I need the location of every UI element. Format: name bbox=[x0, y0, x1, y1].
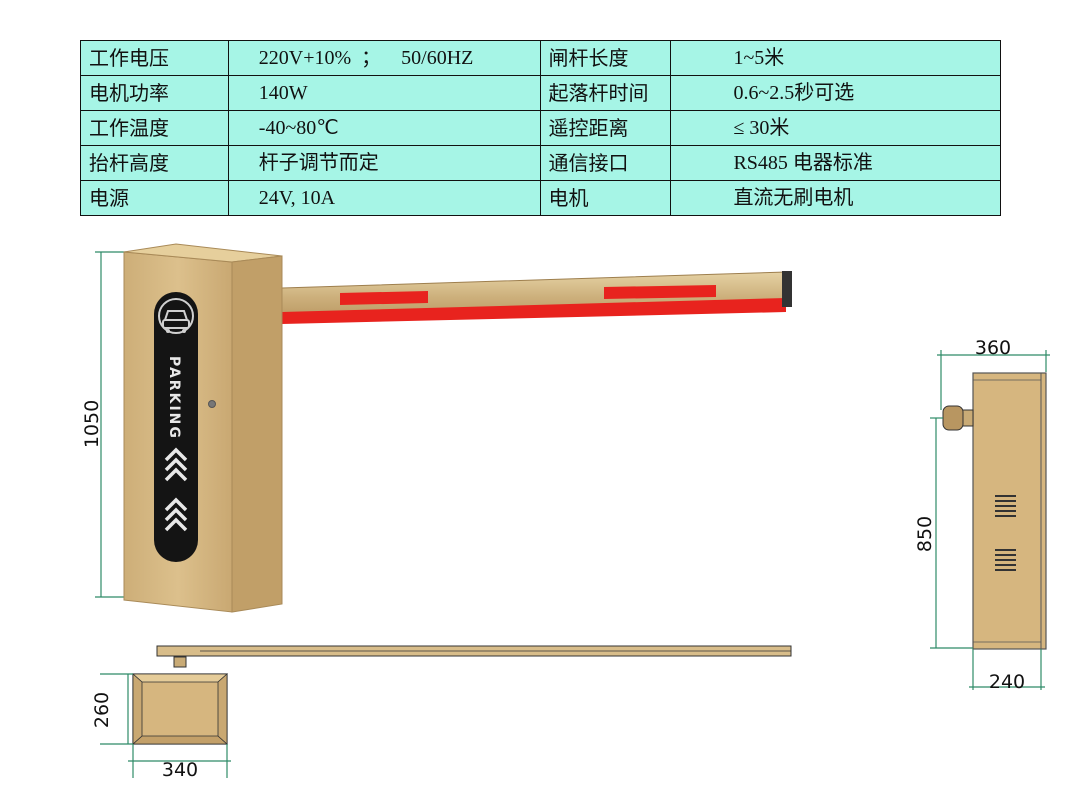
dim-label-360: 360 bbox=[975, 337, 1011, 359]
spec-table: 工作电压 220V+10% ； 50/60HZ 闸杆长度 1~5米 电机功率 1… bbox=[80, 40, 1001, 216]
top-view: 260 340 bbox=[91, 645, 792, 781]
dim-label-260: 260 bbox=[91, 692, 113, 728]
boom-arm bbox=[281, 271, 792, 324]
vent-grille bbox=[995, 495, 1016, 517]
spec-value: 24V, 10A bbox=[227, 180, 541, 216]
dim-label-1050: 1050 bbox=[81, 400, 103, 448]
table-row: 工作温度 -40~80℃ 遥控距离 ≤ 30米 bbox=[80, 110, 1001, 146]
reflector-stripe bbox=[340, 291, 428, 305]
spec-value: 0.6~2.5秒可选 bbox=[670, 75, 1001, 111]
spec-label: 遥控距离 bbox=[539, 110, 672, 146]
dimension-depth-top bbox=[100, 673, 133, 745]
vent-grille bbox=[995, 549, 1016, 571]
dim-label-340: 340 bbox=[162, 759, 198, 781]
table-row: 电源 24V, 10A 电机 直流无刷电机 bbox=[80, 180, 1001, 216]
cabinet-display-panel bbox=[154, 292, 198, 562]
lock-icon bbox=[208, 400, 216, 408]
table-row: 抬杆高度 杆子调节而定 通信接口 RS485 电器标准 bbox=[80, 145, 1001, 181]
front-view: 1050 PARKING bbox=[81, 243, 792, 613]
spec-value: RS485 电器标准 bbox=[670, 145, 1001, 181]
spec-label: 电源 bbox=[80, 180, 229, 216]
spec-value: ≤ 30米 bbox=[670, 110, 1001, 146]
side-view: 360 850 240 bbox=[914, 337, 1050, 693]
chevron-up-double-icon bbox=[164, 497, 188, 532]
cabinet-front: PARKING bbox=[123, 243, 283, 613]
parking-label: PARKING bbox=[166, 356, 182, 440]
spec-value: 杆子调节而定 bbox=[227, 145, 541, 181]
dimension-width-side bbox=[937, 350, 1050, 410]
table-row: 电机功率 140W 起落杆时间 0.6~2.5秒可选 bbox=[80, 75, 1001, 111]
dimension-base-side bbox=[969, 649, 1045, 690]
spec-value: -40~80℃ bbox=[227, 110, 541, 146]
chevron-up-double-icon bbox=[164, 447, 188, 482]
reflector-stripe bbox=[604, 285, 716, 299]
dim-label-850: 850 bbox=[914, 516, 936, 552]
spec-label: 工作电压 bbox=[80, 40, 229, 76]
spec-label: 抬杆高度 bbox=[80, 145, 229, 181]
dim-label-240: 240 bbox=[989, 671, 1025, 693]
spec-label: 电机功率 bbox=[80, 75, 229, 111]
spec-label: 起落杆时间 bbox=[539, 75, 672, 111]
spec-label: 电机 bbox=[539, 180, 672, 216]
dimension-height-side bbox=[930, 417, 973, 649]
spec-value: 直流无刷电机 bbox=[670, 180, 1001, 216]
spec-value: 1~5米 bbox=[670, 40, 1001, 76]
car-icon bbox=[158, 298, 194, 334]
dimension-width-top bbox=[128, 744, 231, 778]
spec-label: 闸杆长度 bbox=[539, 40, 672, 76]
